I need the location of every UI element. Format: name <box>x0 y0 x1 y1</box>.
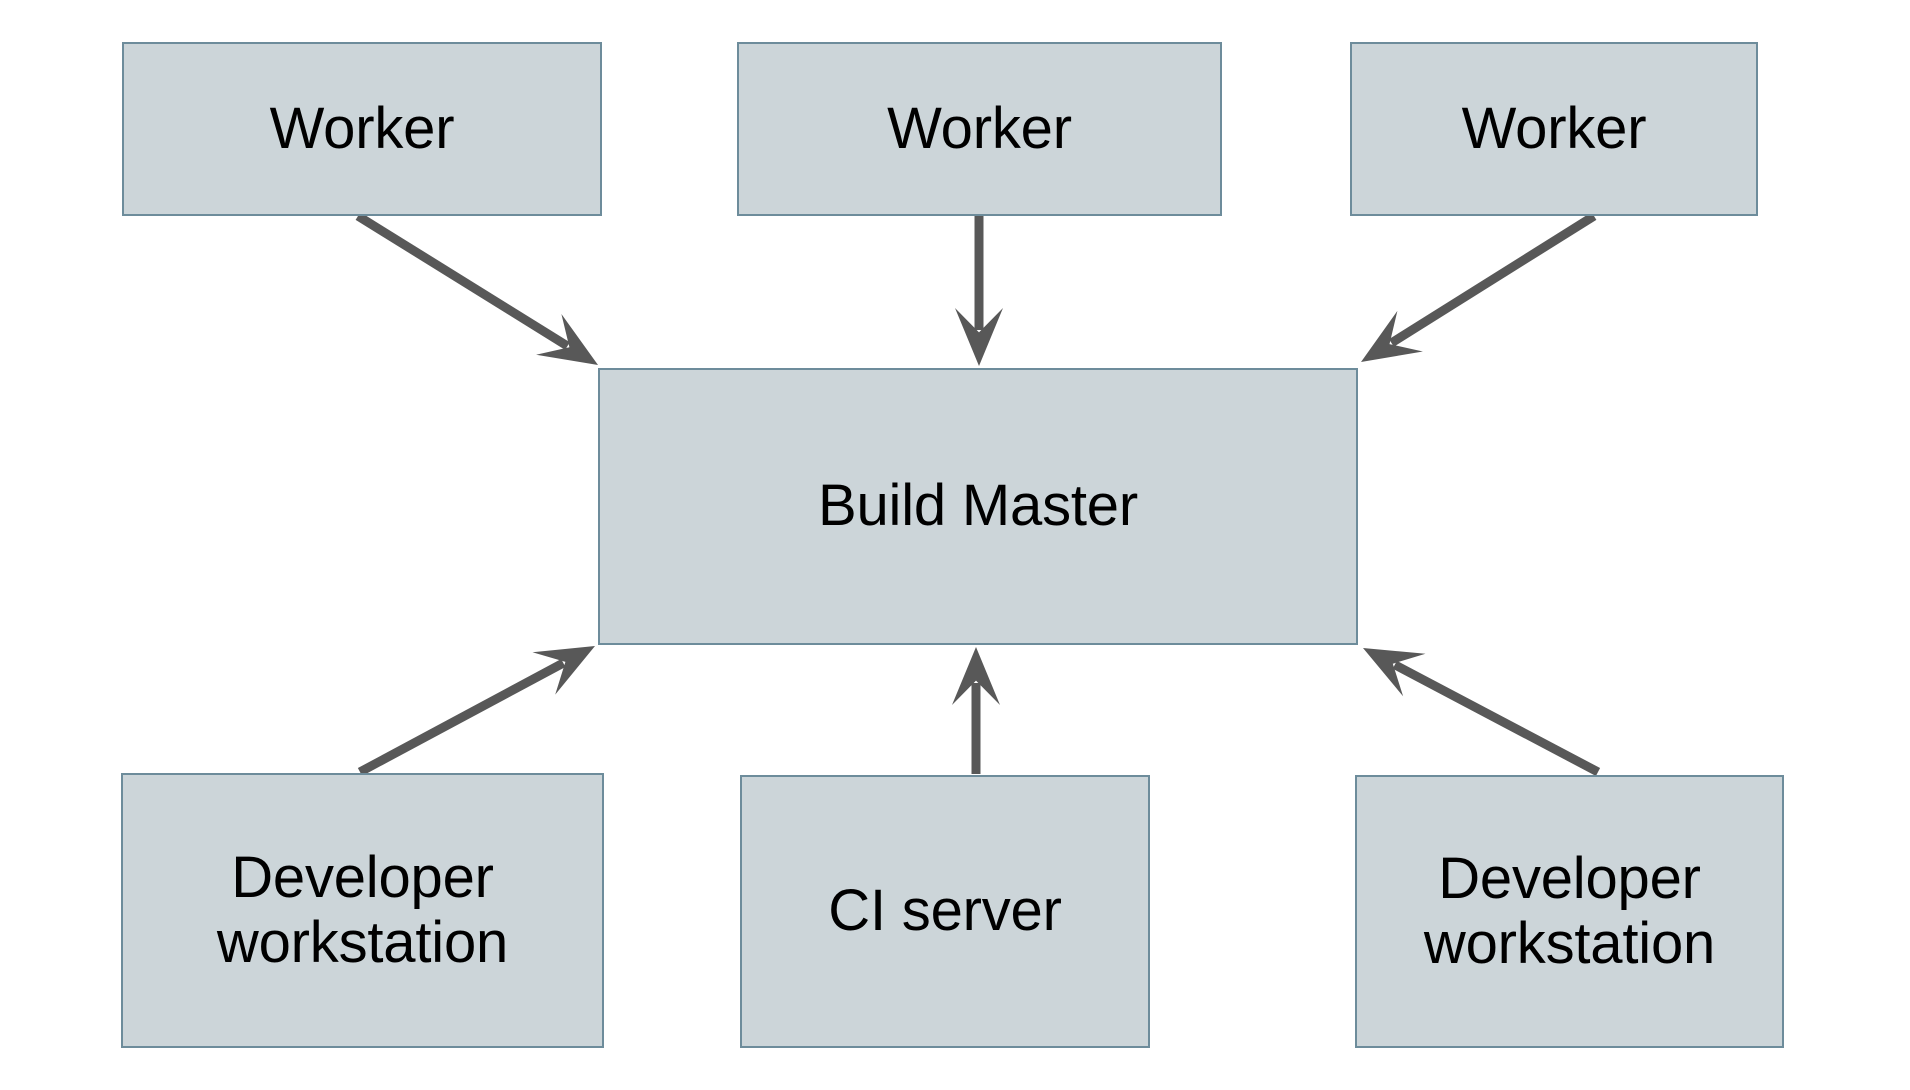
node-label: CI server <box>828 878 1062 944</box>
node-dev-right[interactable]: Developer workstation <box>1355 775 1784 1048</box>
node-worker-left[interactable]: Worker <box>122 42 602 216</box>
edge-arrowhead <box>536 314 598 365</box>
edge-edge-ci-server-to-master <box>952 647 1000 774</box>
edge-shaft <box>1389 212 1597 347</box>
edge-edge-worker-right-to-master <box>1361 212 1597 362</box>
edge-edge-dev-left-to-master <box>357 646 595 776</box>
node-ci-server[interactable]: CI server <box>740 775 1150 1048</box>
node-label: Worker <box>1461 95 1647 161</box>
edge-arrowhead <box>532 646 595 695</box>
edge-arrowhead <box>1363 648 1426 697</box>
node-label: Developer workstation <box>1423 845 1716 976</box>
node-label: Build Master <box>818 473 1138 539</box>
node-label: Developer workstation <box>216 844 509 975</box>
edge-arrowhead <box>952 647 1000 705</box>
node-build-master[interactable]: Build Master <box>598 368 1358 645</box>
node-label: Worker <box>269 95 455 161</box>
edge-edge-dev-right-to-master <box>1363 648 1601 776</box>
node-label: Worker <box>887 95 1072 161</box>
edge-shaft <box>357 659 566 776</box>
node-worker-mid[interactable]: Worker <box>737 42 1222 216</box>
edge-arrowhead <box>1361 310 1423 362</box>
node-dev-left[interactable]: Developer workstation <box>121 773 604 1048</box>
edge-arrowhead <box>955 308 1003 366</box>
edge-shaft <box>1392 660 1601 776</box>
edge-shaft <box>355 212 570 350</box>
edge-edge-worker-left-to-master <box>355 212 598 365</box>
node-worker-right[interactable]: Worker <box>1350 42 1758 216</box>
edge-edge-worker-mid-to-master <box>955 216 1003 366</box>
